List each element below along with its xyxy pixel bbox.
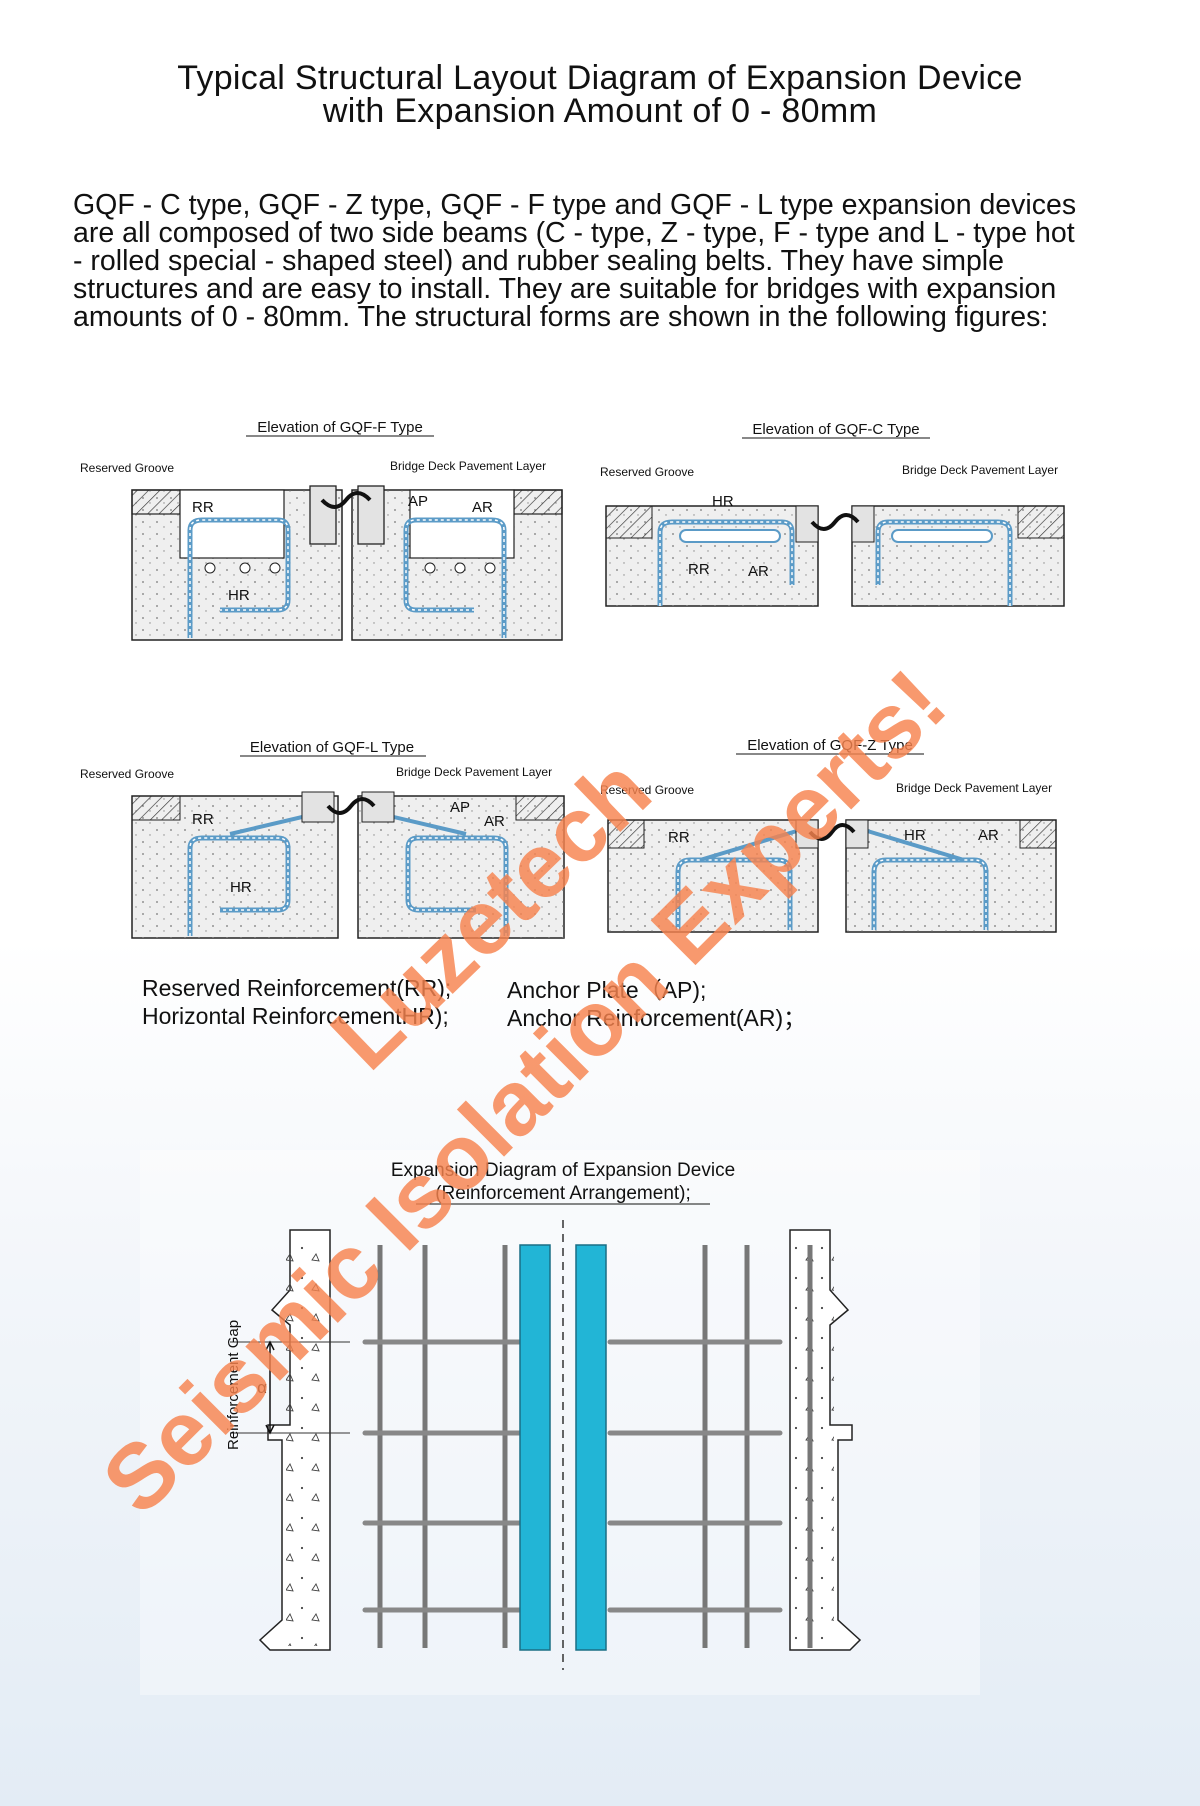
pavement-callout: Bridge Deck Pavement Layer — [390, 459, 546, 473]
figure-gqf-f: Elevation of GQF-F Type Reserved Groove … — [70, 410, 580, 650]
figure-gqf-l: Elevation of GQF-L Type Reserved Groove … — [70, 730, 580, 950]
label-hr: HR — [228, 587, 250, 604]
pavement-callout: Bridge Deck Pavement Layer — [396, 765, 552, 779]
figure-title: Elevation of GQF-C Type — [752, 421, 919, 438]
reinforcement-gap-label: Reinforcement Gap — [225, 1320, 242, 1450]
label-hr: HR — [904, 827, 926, 844]
label-ap: AP — [408, 493, 428, 510]
reserved-groove-callout: Reserved Groove — [600, 783, 694, 797]
intro-line-3: - rolled special - shaped steel) and rub… — [73, 245, 1004, 277]
label-hr: HR — [230, 879, 252, 896]
pavement-callout: Bridge Deck Pavement Layer — [896, 781, 1052, 795]
page-title-line2: with Expansion Amount of 0 - 80mm — [322, 92, 878, 130]
figure-gqf-z: Elevation of GQF-Z Type Reserved Groove … — [600, 730, 1080, 950]
legend-ap: Anchor Plate（AP); — [507, 977, 707, 1003]
figure-title: Elevation of GQF-L Type — [250, 739, 414, 756]
figure-title: Elevation of GQF-Z Type — [747, 737, 913, 754]
legend-hr: Horizontal ReinforcementHR); — [142, 1003, 449, 1029]
label-rr: RR — [192, 811, 214, 828]
figure-reinforcement-arrangement: Expansion Diagram of Expansion Device (R… — [140, 1150, 980, 1695]
label-hr: HR — [712, 493, 734, 510]
legend-rr: Reserved Reinforcement(RR); — [142, 975, 452, 1001]
alpha-label: α — [257, 1378, 267, 1397]
label-ar: AR — [978, 827, 999, 844]
label-rr: RR — [688, 561, 710, 578]
label-ar: AR — [484, 813, 505, 830]
intro-line-1: GQF - C type, GQF - Z type, GQF - F type… — [73, 189, 1077, 221]
reserved-groove-callout: Reserved Groove — [80, 767, 174, 781]
pavement-callout: Bridge Deck Pavement Layer — [902, 463, 1058, 477]
reserved-groove-callout: Reserved Groove — [600, 465, 694, 479]
intro-line-2: are all composed of two side beams (C - … — [73, 217, 1075, 249]
label-ar: AR — [748, 563, 769, 580]
legend-ar: Anchor Reinforcement(AR)； — [507, 1005, 807, 1031]
intro-line-5: amounts of 0 - 80mm. The structural form… — [73, 301, 1049, 333]
label-ar: AR — [472, 499, 493, 516]
diagram-title-line2: (Reinforcement Arrangement); — [435, 1183, 691, 1204]
page-title-line1: Typical Structural Layout Diagram of Exp… — [177, 59, 1023, 97]
reserved-groove-callout: Reserved Groove — [80, 461, 174, 475]
figure-gqf-c: Elevation of GQF-C Type Reserved Groove … — [600, 410, 1080, 620]
figure-title: Elevation of GQF-F Type — [257, 419, 423, 436]
intro-line-4: structures and are easy to install. They… — [73, 273, 1057, 305]
label-rr: RR — [192, 499, 214, 516]
label-rr: RR — [668, 829, 690, 846]
diagram-title-line1: Expansion Diagram of Expansion Device — [391, 1160, 735, 1181]
label-ap: AP — [450, 799, 470, 816]
